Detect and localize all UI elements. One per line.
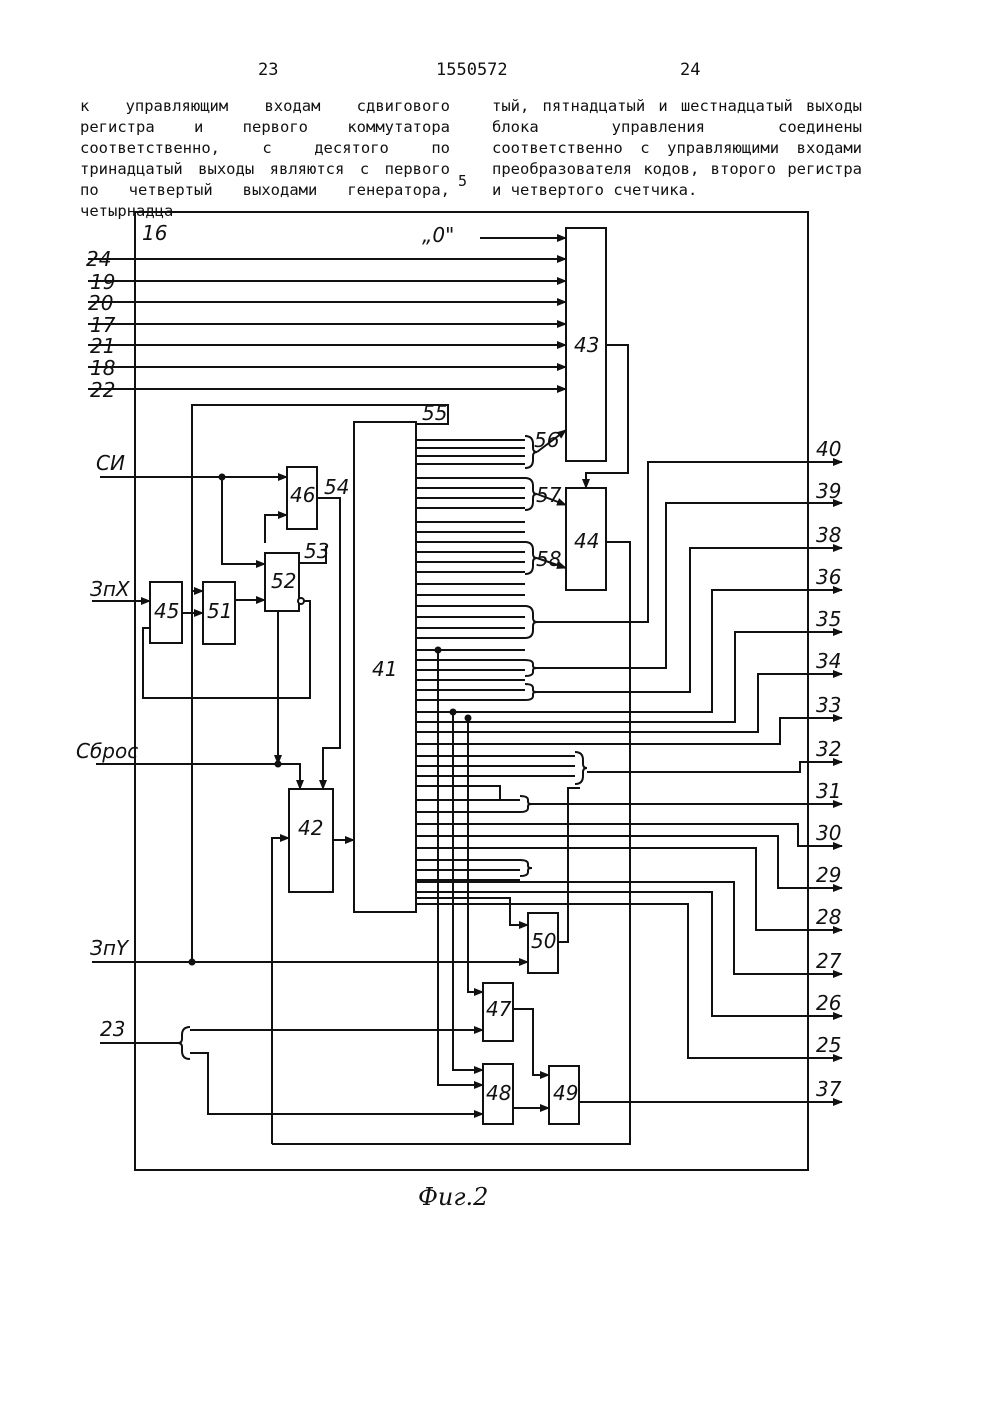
output-label: 25 [816,1033,841,1057]
wire [468,718,483,992]
line-label: 56 [534,428,559,452]
brace [520,860,532,876]
output-label: 28 [816,905,841,929]
wire [272,542,630,1144]
output-wire-32 [587,762,842,772]
figure-caption: Фиг.2 [418,1183,488,1211]
output-label: 31 [816,779,841,803]
input-label: 24 [86,247,111,271]
output-label: 38 [816,523,841,547]
block-label: 42 [298,816,323,840]
block-label: 49 [553,1081,578,1105]
line-label: 54 [324,475,349,499]
output-label: 35 [816,607,841,631]
input-label: 21 [90,334,115,358]
input-label: 22 [90,378,115,402]
brace [575,752,587,784]
line-label: 55 [422,401,447,425]
output-label: 33 [816,693,841,717]
block-label: 41 [372,657,397,681]
output-label: 27 [816,949,842,973]
input-label: 20 [88,291,113,315]
block-label: 51 [207,599,232,623]
output-wire-38 [537,548,842,692]
wire [222,477,265,564]
frame-label: 16 [142,221,167,245]
line-label: 58 [536,547,561,571]
output-label: 29 [816,863,841,887]
wire [192,405,448,962]
block-label: 45 [154,599,179,623]
input-label: 18 [90,356,115,380]
output-label: 36 [816,565,841,589]
block-label: 47 [486,997,512,1021]
wire [416,898,528,925]
output-label: 40 [816,437,841,461]
output-label: 34 [816,649,841,673]
reset-wire [96,764,300,789]
output-label: 26 [816,991,841,1015]
zero-label: „0" [422,223,454,247]
input-23-label: 23 [100,1017,125,1041]
brace [178,1027,190,1059]
output-label: 30 [816,821,841,845]
block-42 [289,789,333,892]
write-y-label: ЗпY [90,936,130,960]
reset-label: Сброс [76,739,138,763]
block-label: 52 [271,569,296,593]
wire [265,515,287,543]
output-label: 37 [816,1077,842,1101]
line-label: 57 [536,483,562,507]
block-label: 46 [290,483,315,507]
output-label: 32 [816,737,841,761]
block-label: 48 [486,1081,511,1105]
wire [558,788,580,942]
wire [513,1009,549,1075]
block-label: 43 [574,333,599,357]
block-label: 44 [574,529,599,553]
line-label: 53 [304,539,329,563]
brace [520,796,532,812]
wire [190,1053,483,1114]
wire [272,838,289,1144]
wire [438,650,483,1085]
bus-lines-41 [416,440,525,700]
write-x-label: ЗпХ [90,577,131,601]
block-label: 50 [531,929,556,953]
clock-label: СИ [96,451,125,475]
output-label: 39 [816,479,841,503]
